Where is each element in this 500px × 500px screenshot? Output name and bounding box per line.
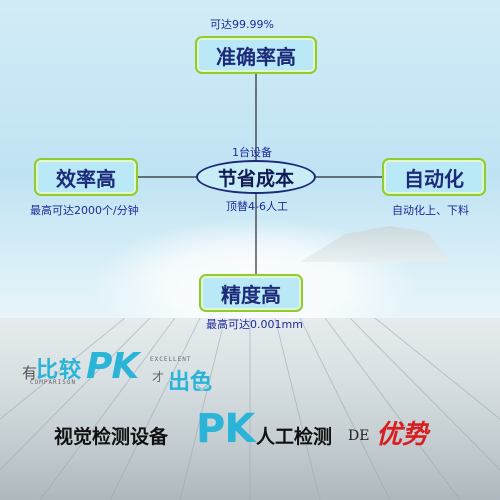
cost-saving-label: 节省成本 — [217, 167, 294, 190]
cost-saving-ellipse: 节省成本 — [196, 160, 316, 194]
banner-de: DE — [348, 428, 370, 444]
banner-excellent: EXCELLENT — [150, 356, 192, 363]
center-caption-bottom: 顶替4-6人工 — [226, 200, 288, 213]
vision-device-text: 视觉检测设备 — [54, 426, 169, 448]
banner-bijiao: 比较 — [36, 358, 83, 383]
efficiency-label: 效率高 — [56, 166, 116, 191]
right-caption: 自动化上、下料 — [392, 204, 469, 217]
accuracy-box: 准确率高 — [195, 36, 317, 74]
manual-inspection-text: 人工检测 — [256, 426, 333, 448]
banner-comparison: COMPARISON — [30, 379, 77, 386]
floor-planks — [0, 318, 500, 500]
precision-box: 精度高 — [199, 274, 303, 312]
automation-label: 自动化 — [404, 166, 464, 191]
bottom-caption: 最高可达0.001mm — [206, 318, 303, 331]
center-caption-top: 1台设备 — [232, 146, 272, 159]
banner-pk: PK — [86, 346, 139, 387]
banner-pk-large: PK — [196, 406, 255, 452]
wooden-floor — [0, 318, 500, 500]
automation-box: 自动化 — [382, 158, 486, 196]
precision-label: 精度高 — [221, 282, 281, 307]
accuracy-label: 准确率高 — [216, 44, 296, 69]
banner-chuse: 出色 — [168, 370, 213, 395]
efficiency-box: 效率高 — [34, 158, 138, 196]
banner-you: 有 — [22, 364, 38, 382]
connector-lines — [138, 74, 382, 274]
left-caption: 最高可达2000个/分钟 — [30, 204, 139, 217]
banner-cai: 才 — [152, 370, 165, 384]
top-caption: 可达99.99% — [210, 18, 274, 31]
advantage-text: 优势 — [376, 420, 429, 450]
